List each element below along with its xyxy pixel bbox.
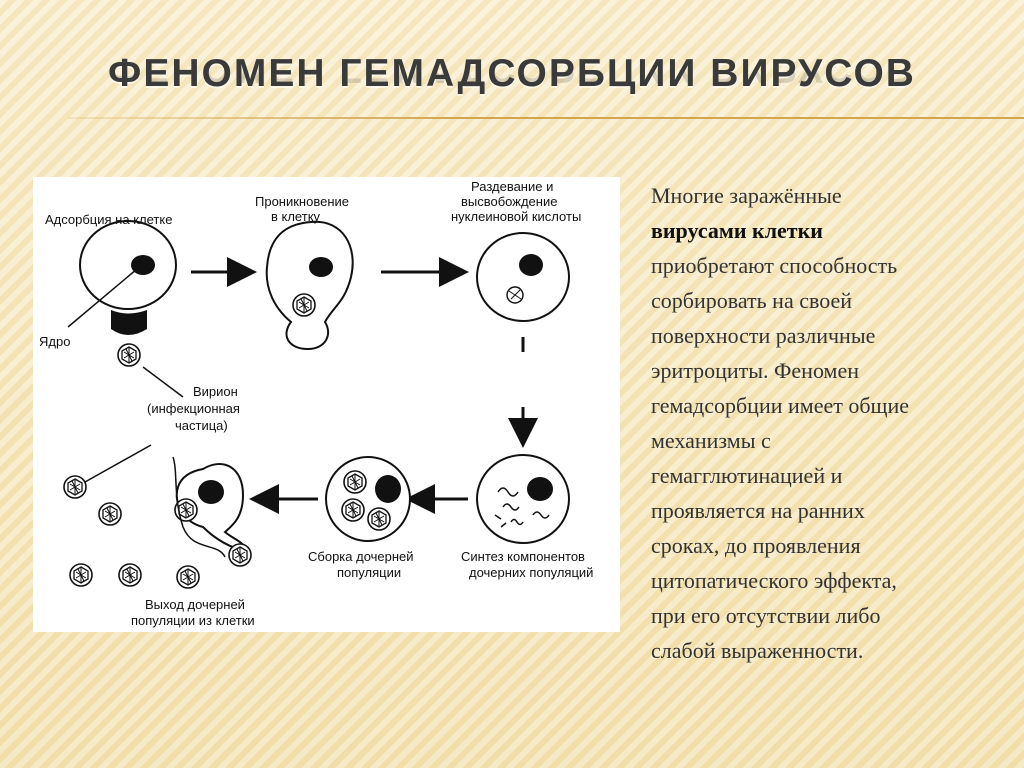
label-uncoating-2: высвобождение <box>461 194 557 209</box>
virus-lifecycle-figure: Адсорбция на клетке Проникновение в клет… <box>33 177 620 632</box>
text-line: приобретают способность <box>651 248 1001 283</box>
slide-title-reflection: ФЕНОМЕН ГЕМАДСОРБЦИИ ВИРУСОВ <box>0 70 1024 90</box>
label-uncoating-3: нуклеиновой кислоты <box>451 209 581 224</box>
text-line: Многие заражённые <box>651 178 1001 213</box>
title-underline <box>68 117 1024 119</box>
cell-synthesis <box>477 455 569 543</box>
text-line: поверхности различные <box>651 318 1001 353</box>
text-line: сорбировать на своей <box>651 283 1001 318</box>
label-virion-2: (инфекционная <box>147 401 240 416</box>
label-assembly-2: популяции <box>337 565 401 580</box>
label-assembly-1: Сборка дочерней <box>308 549 414 564</box>
text-line-bold: вирусами клетки <box>651 213 1001 248</box>
label-penetration-1: Проникновение <box>255 194 349 209</box>
text-line: цитопатического эффекта, <box>651 563 1001 598</box>
cell-release <box>173 457 251 566</box>
text-line: эритроциты. Феномен <box>651 353 1001 388</box>
text-line: гемадсорбции имеет общие <box>651 388 1001 423</box>
text-line: гемагглютинацией и <box>651 458 1001 493</box>
text-line: сроках, до проявления <box>651 528 1001 563</box>
cell-penetration <box>267 222 353 349</box>
text-line: проявляется на ранних <box>651 493 1001 528</box>
label-release-1: Выход дочерней <box>145 597 245 612</box>
cell-assembly <box>326 457 410 541</box>
label-virion-1: Вирион <box>193 384 238 399</box>
label-synthesis-1: Синтез компонентов <box>461 549 585 564</box>
cell-uncoating <box>477 233 569 321</box>
label-nucleus: Ядро <box>39 334 70 349</box>
text-line: при его отсутствии либо <box>651 598 1001 633</box>
label-uncoating-1: Раздевание и <box>471 179 553 194</box>
label-adsorption: Адсорбция на клетке <box>45 212 172 227</box>
label-release-2: популяции из клетки <box>131 613 255 628</box>
description-text: Многие заражённые вирусами клетки приобр… <box>651 178 1001 668</box>
text-line: механизмы с <box>651 423 1001 458</box>
text-line: слабой выраженности. <box>651 633 1001 668</box>
label-penetration-2: в клетку <box>271 209 320 224</box>
cell-adsorption <box>68 221 183 397</box>
label-virion-3: частица) <box>175 418 228 433</box>
label-synthesis-2: дочерних популяций <box>469 565 593 580</box>
